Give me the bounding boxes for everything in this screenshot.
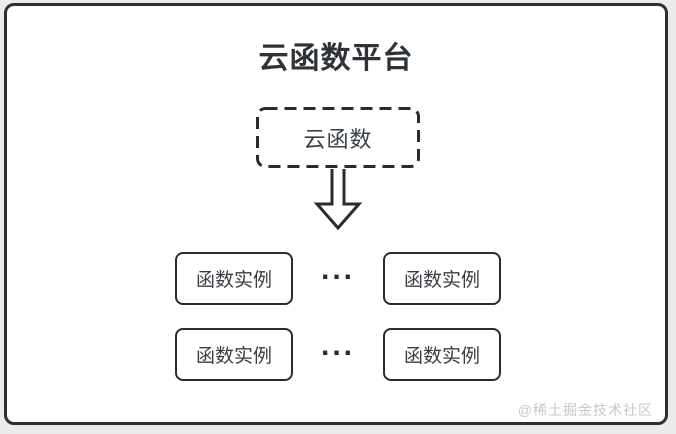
- ellipsis-text: ...: [320, 328, 355, 362]
- dashed-border: [256, 107, 420, 168]
- watermark: @稀土掘金技术社区: [517, 402, 653, 418]
- ellipsis-dots: ...: [308, 328, 368, 381]
- diagram-title: 云函数平台: [258, 42, 414, 75]
- ellipsis-dots: ...: [308, 252, 368, 305]
- function-instance-box: 函数实例: [175, 328, 293, 381]
- cloud-function-label: 云函数: [303, 126, 373, 152]
- function-instance-box: 函数实例: [175, 252, 293, 305]
- function-instance-box: 函数实例: [383, 328, 501, 381]
- cloud-function-box: 云函数: [256, 107, 420, 168]
- platform-frame: 云函数平台 云函数 函数实例 ... 函数实例 函数实例 ... 函数实例 @稀…: [4, 3, 668, 425]
- ellipsis-text: ...: [320, 252, 355, 286]
- down-arrow-icon: [308, 168, 368, 232]
- function-instance-box: 函数实例: [383, 252, 501, 305]
